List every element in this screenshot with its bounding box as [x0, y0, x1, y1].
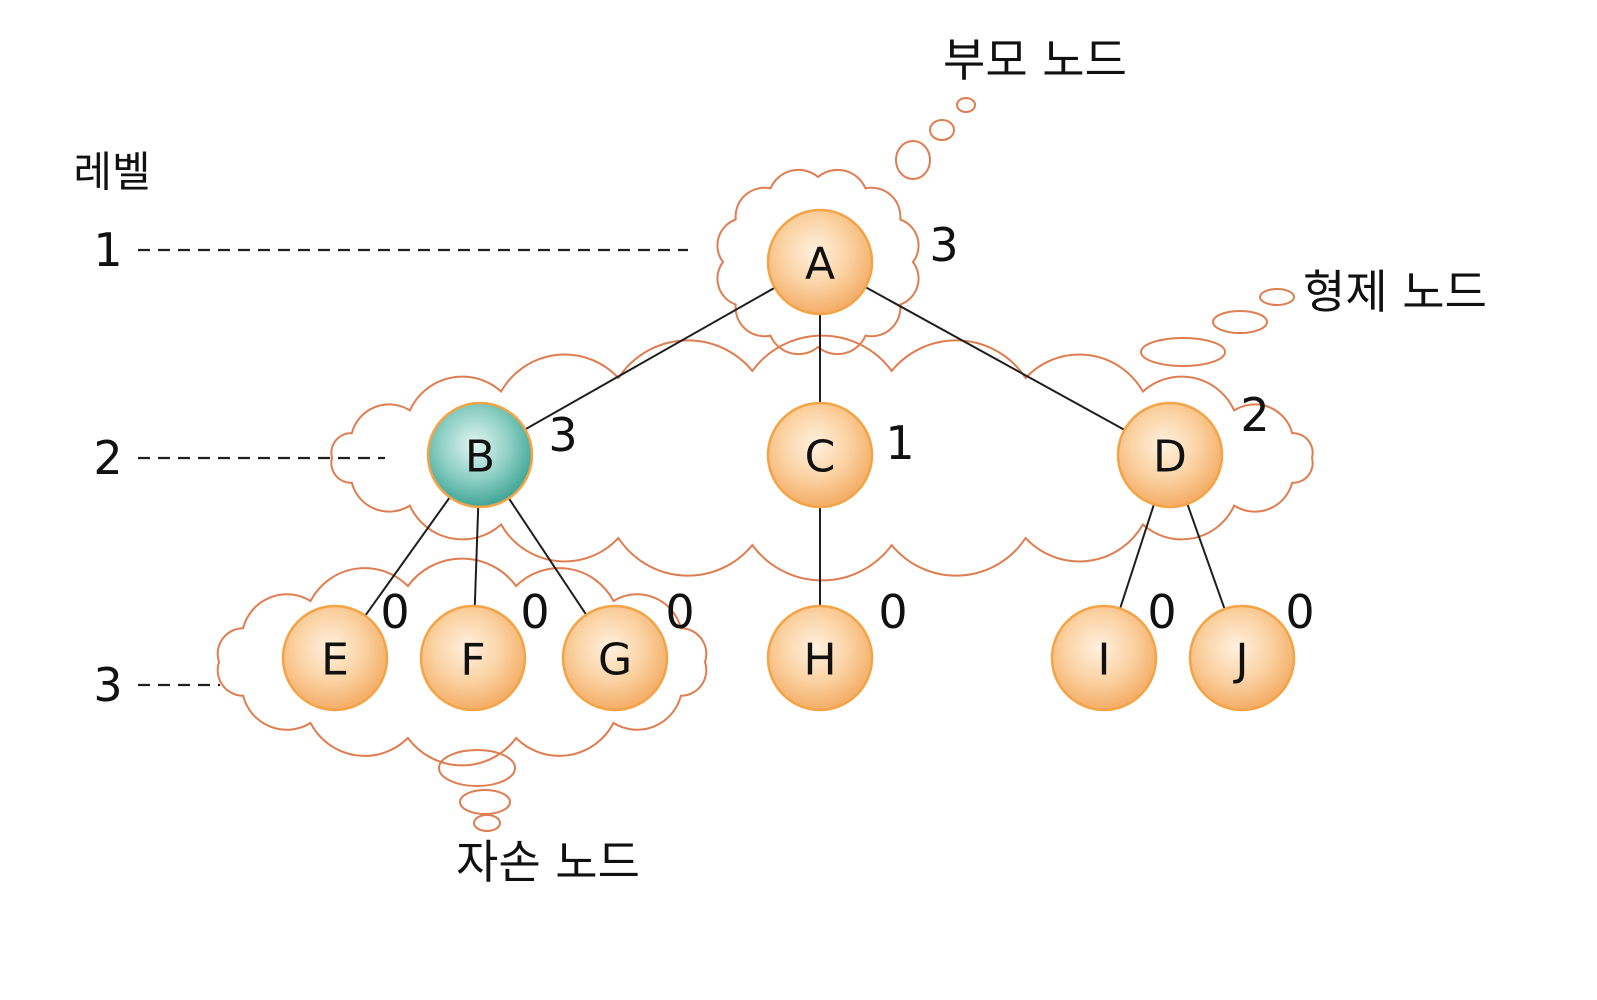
nodes: A B C D E F G H: [281, 208, 1296, 712]
node-j-degree: 0: [1285, 585, 1314, 639]
parent-thought-bubbles: [895, 97, 976, 180]
node-e-circle: [281, 604, 389, 712]
node-c-circle: [766, 401, 874, 509]
level-heading: 레벨: [73, 148, 150, 197]
edge-a-b: [479, 261, 821, 456]
node-f-degree: 0: [520, 585, 549, 639]
node-c: C: [766, 401, 874, 509]
node-b-label: B: [465, 432, 495, 483]
node-g-degree: 0: [665, 585, 694, 639]
node-i: I: [1050, 604, 1158, 712]
sibling-bubble-large: [1140, 337, 1226, 367]
descendant-thought-bubbles: [438, 749, 516, 832]
node-h-degree: 0: [878, 585, 907, 639]
node-f-label: F: [460, 635, 485, 686]
node-a: A: [766, 208, 874, 316]
parent-node-annotation: 부모 노드: [943, 33, 1127, 87]
level-guides: 레벨 1 2 3: [73, 148, 688, 712]
descendant-node-cloud: [216, 557, 708, 767]
node-b: B: [426, 401, 534, 509]
node-f: F: [419, 604, 527, 712]
node-h-label: H: [803, 635, 836, 686]
sibling-node-annotation: 형제 노드: [1303, 265, 1487, 319]
sibling-bubble-medium: [1212, 310, 1268, 334]
node-a-label: A: [805, 239, 835, 290]
parent-node-cloud: [716, 168, 920, 356]
node-i-label: I: [1098, 635, 1111, 686]
sibling-node-cloud: [330, 334, 1314, 582]
annotations: 부모 노드 형제 노드 자손 노드: [456, 33, 1487, 889]
node-e: E: [281, 604, 389, 712]
descendant-bubble-medium: [459, 789, 511, 815]
node-a-degree: 3: [929, 218, 958, 272]
node-b-circle: [426, 401, 534, 509]
parent-bubble-medium: [929, 119, 955, 141]
level-3-label: 3: [93, 658, 122, 712]
node-d-circle: [1116, 401, 1224, 509]
node-d: D: [1116, 401, 1224, 509]
degree-labels: 3 3 1 2 0 0 0 0 0 0: [380, 218, 1314, 639]
node-d-degree: 2: [1240, 388, 1269, 442]
node-j-circle: [1188, 604, 1296, 712]
node-h: H: [766, 604, 874, 712]
node-f-circle: [419, 604, 527, 712]
sibling-bubble-small: [1259, 288, 1295, 306]
descendant-bubble-large: [438, 749, 516, 787]
node-e-degree: 0: [380, 585, 409, 639]
parent-bubble-small: [956, 97, 976, 113]
level-1-label: 1: [93, 223, 122, 277]
node-d-label: D: [1153, 432, 1187, 483]
parent-bubble-large: [895, 140, 931, 180]
node-g-circle: [561, 604, 669, 712]
node-b-degree: 3: [548, 408, 577, 462]
node-g-label: G: [598, 635, 632, 686]
clouds: [216, 97, 1314, 832]
descendant-node-annotation: 자손 노드: [456, 835, 640, 889]
node-i-degree: 0: [1147, 585, 1176, 639]
node-j: J: [1188, 604, 1296, 712]
node-c-label: C: [805, 432, 836, 483]
node-e-label: E: [321, 635, 349, 686]
node-h-circle: [766, 604, 874, 712]
node-g: G: [561, 604, 669, 712]
sibling-thought-bubbles: [1140, 288, 1295, 367]
node-i-circle: [1050, 604, 1158, 712]
edge-a-d: [819, 261, 1171, 456]
node-c-degree: 1: [885, 416, 914, 470]
node-a-circle: [766, 208, 874, 316]
level-2-label: 2: [93, 431, 122, 485]
descendant-bubble-small: [473, 814, 501, 832]
node-j-label: J: [1233, 635, 1249, 686]
